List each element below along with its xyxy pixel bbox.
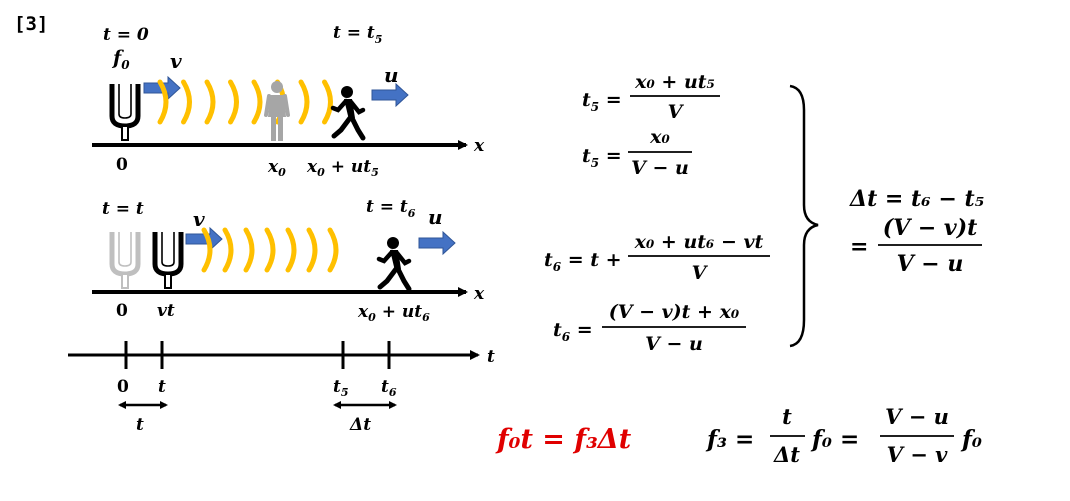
wave-arc <box>157 79 169 125</box>
d2-wave-speed: v <box>193 207 205 231</box>
wave-arc <box>251 79 263 125</box>
d2-time-label: t = t <box>102 199 144 219</box>
diagram-1: t = 0 t = t5 f0 v u x 0 x0 x0 + ut5 <box>92 23 485 179</box>
wave-arc <box>327 227 339 273</box>
wave-arc <box>201 227 213 273</box>
delta-t-definition: Δt = t₆ − t₅ <box>849 186 984 212</box>
d2-listener-speed: u <box>428 205 443 229</box>
curly-brace <box>789 84 819 348</box>
wave-arc <box>228 79 239 125</box>
wave-arc <box>322 79 333 125</box>
wave-arc <box>181 79 192 125</box>
eq4-denominator: V − u <box>645 333 703 355</box>
f3-denominator-2: V − v <box>887 442 949 467</box>
f3-f0-b: f₀ <box>960 426 982 453</box>
f3-lhs: f₃ = <box>705 426 754 453</box>
eq3-lhs: t6 = t + <box>544 249 622 274</box>
tick-label-t6: t6 <box>381 377 397 399</box>
d1-axis-var: x <box>473 136 485 156</box>
wave-arc <box>204 79 216 125</box>
tuning-fork-icon <box>155 232 181 288</box>
d1-origin: 0 <box>116 155 128 175</box>
standing-person-icon <box>264 79 290 143</box>
tuning-fork-icon <box>112 84 138 140</box>
equations: t5 = x₀ + ut₅ V t5 = x₀ V − u t6 = t + x… <box>495 71 984 467</box>
d1-x0: x0 <box>267 157 286 179</box>
delta-denominator: V − u <box>897 251 964 277</box>
interval-delta-label: Δt <box>349 415 371 435</box>
wave-arc <box>243 227 255 273</box>
f3-f0-a: f₀ = <box>810 426 859 453</box>
sound-waves-2 <box>201 227 339 273</box>
d1-wave-speed: v <box>170 49 182 73</box>
eq4-numerator: (V − v)t + x₀ <box>609 301 740 323</box>
tick-label-t5: t5 <box>333 377 349 399</box>
t-axis-var: t <box>487 347 495 367</box>
eq3-numerator: x₀ + ut₆ − vt <box>634 231 764 253</box>
eq4-lhs: t6 = <box>553 319 593 344</box>
eq1-numerator: x₀ + ut₅ <box>634 71 715 93</box>
delta-equals: = <box>850 234 868 260</box>
wave-arc <box>298 79 310 125</box>
tick-label-0: 0 <box>117 377 129 397</box>
eq3-denominator: V <box>692 262 709 284</box>
tick-label-t: t <box>158 377 166 397</box>
diagram-2: t = t t = t6 v u x 0 vt x0 + ut6 <box>92 197 485 324</box>
interval-t-label: t <box>136 415 144 435</box>
d2-listener-pos: x0 + ut6 <box>357 302 430 324</box>
d1-time-label-right: t = t5 <box>333 23 382 46</box>
d1-source-frequency: f0 <box>111 47 130 72</box>
listener-velocity-arrow-icon <box>371 83 409 107</box>
d2-origin: 0 <box>116 301 128 321</box>
red-equation: f₀t = f₃Δt <box>495 424 632 455</box>
eq1-lhs: t5 = <box>582 89 622 114</box>
f3-numerator-1: t <box>782 404 792 429</box>
problem-label: [3] <box>14 13 48 35</box>
listener-velocity-arrow-icon <box>418 231 456 255</box>
eq2-denominator: V − u <box>631 157 689 179</box>
walking-person-icon <box>333 86 363 138</box>
wave-arc <box>222 227 234 273</box>
d1-listener-pos: x0 + ut5 <box>306 157 379 179</box>
d2-time-label-right: t = t6 <box>366 197 416 220</box>
d1-time-label: t = 0 <box>103 25 149 45</box>
d2-axis-var: x <box>473 284 485 304</box>
f3-numerator-2: V − u <box>885 404 949 429</box>
eq2-lhs: t5 = <box>582 145 622 170</box>
wave-arc <box>306 227 318 273</box>
eq1-denominator: V <box>668 101 685 123</box>
delta-numerator: (V − v)t <box>883 215 978 241</box>
wave-arc <box>264 227 276 273</box>
wave-arc <box>285 227 297 273</box>
eq2-numerator: x₀ <box>649 126 670 148</box>
walking-person-icon <box>379 237 409 289</box>
d1-listener-speed: u <box>384 63 399 87</box>
f3-denominator-1: Δt <box>773 442 800 467</box>
d2-source-pos: vt <box>157 301 175 321</box>
tuning-fork-ghost-icon <box>112 232 138 288</box>
sound-waves-1 <box>157 79 333 125</box>
timeline: t 0 t t5 t6 t Δt <box>68 341 495 435</box>
